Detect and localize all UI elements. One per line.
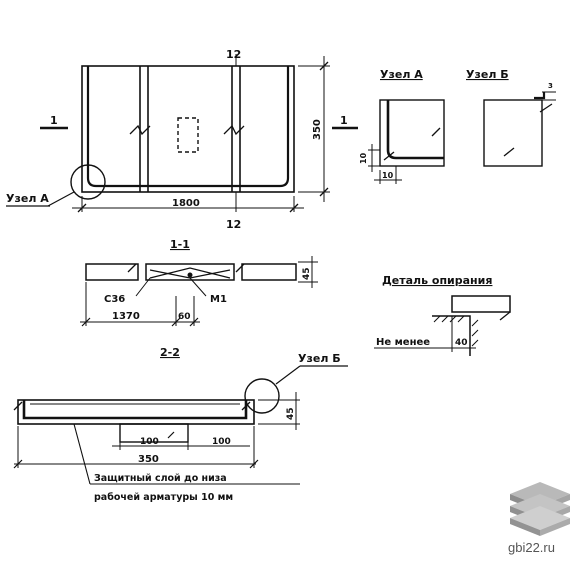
node-b-dim-small: 3 bbox=[548, 82, 553, 90]
support-detail-min-label: Не менее bbox=[376, 337, 430, 348]
section-1-1-dim-60: 60 bbox=[178, 312, 191, 322]
watermark-text: gbi22.ru bbox=[508, 540, 555, 555]
section-2-2-note-line1: Защитный слой до низа bbox=[94, 473, 227, 484]
section-1-1-title: 1-1 bbox=[170, 238, 190, 251]
section-2-2-dim-350: 350 bbox=[138, 454, 159, 465]
support-detail-dim: 40 bbox=[455, 338, 468, 348]
plan-slab-outline bbox=[81, 65, 295, 193]
section-1-1-mesh-mark: М1 bbox=[210, 294, 227, 305]
node-a-callout-label: Узел А bbox=[6, 192, 49, 205]
support-detail bbox=[374, 295, 511, 356]
node-b-title: Узел Б bbox=[466, 68, 509, 81]
node-a-dim-horizontal: 10 bbox=[382, 171, 394, 180]
section-1-1-bar-mark: С36 bbox=[104, 294, 125, 305]
plan-top-mark: 12 bbox=[226, 48, 241, 61]
node-b-callout-label: Узел Б bbox=[298, 352, 341, 365]
plan-section-mark-left: 1 bbox=[50, 114, 58, 127]
node-b-callout-circle bbox=[244, 378, 280, 414]
section-1-1-dim-1370: 1370 bbox=[112, 311, 140, 322]
section-2-2 bbox=[13, 365, 348, 485]
node-a-title: Узел А bbox=[380, 68, 423, 81]
node-a-detail bbox=[368, 99, 445, 184]
section-2-2-title: 2-2 bbox=[160, 346, 180, 359]
node-a-callout-circle bbox=[70, 164, 106, 200]
section-1-1-height-dim: 45 bbox=[302, 267, 312, 280]
watermark-logo-icon bbox=[510, 482, 570, 536]
section-2-2-note-line2: рабочей арматуры 10 мм bbox=[94, 492, 233, 503]
plan-bottom-mark: 12 bbox=[226, 218, 241, 231]
support-detail-title: Деталь опирания bbox=[382, 274, 492, 287]
section-2-2-height-dim: 45 bbox=[286, 407, 296, 420]
plan-edge-bar bbox=[86, 66, 290, 188]
node-a-dim-vertical: 10 bbox=[359, 152, 368, 164]
plan-width-dim: 1800 bbox=[172, 198, 200, 209]
plan-section-mark-right: 1 bbox=[340, 114, 348, 127]
plan-view bbox=[6, 54, 358, 213]
plan-lifting-loop bbox=[177, 117, 199, 153]
section-1-1 bbox=[80, 256, 318, 327]
section-2-2-dim-100-left: 100 bbox=[140, 437, 159, 447]
plan-height-dim: 350 bbox=[312, 119, 323, 140]
section-2-2-dim-100-right: 100 bbox=[212, 437, 231, 447]
node-b-detail bbox=[483, 91, 556, 167]
